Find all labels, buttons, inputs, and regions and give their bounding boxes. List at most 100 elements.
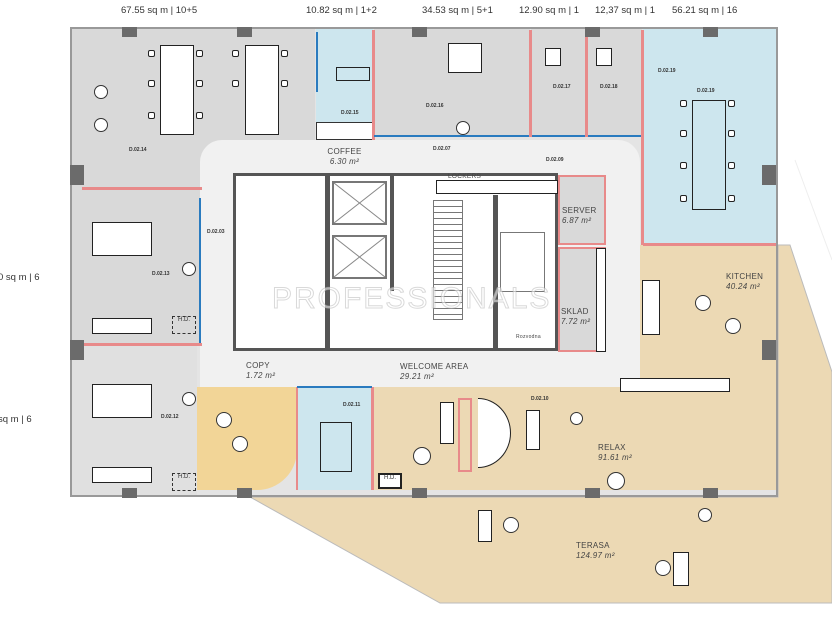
sklad-area: 7.72 m² — [561, 317, 591, 326]
core-wall — [390, 173, 394, 291]
partition — [372, 30, 375, 140]
chair — [680, 162, 687, 169]
core-wall — [325, 173, 330, 351]
room-code: D.02.03 — [207, 229, 225, 235]
chair — [281, 50, 288, 57]
room-code: D.02.19 — [697, 88, 715, 94]
coffee-counter — [316, 122, 373, 140]
welcome-area: 29.21 m² — [400, 372, 434, 381]
room-code: D.02.16 — [426, 103, 444, 109]
glass-wall — [199, 198, 201, 343]
relax-name: RELAX — [598, 443, 626, 452]
chair — [728, 130, 735, 137]
terasa-area: 124.97 m² — [576, 551, 615, 560]
pillar — [585, 27, 600, 37]
partition — [643, 243, 776, 246]
elevator-1 — [332, 181, 387, 225]
round-table — [725, 318, 741, 334]
pillar — [237, 488, 252, 498]
room-code: D.02.10 — [531, 396, 549, 402]
pillar — [585, 488, 600, 498]
chair — [196, 50, 203, 57]
area-label-d0217: 12.90 sq m | 1 — [519, 5, 580, 16]
coffee-name: COFFEE — [327, 147, 362, 156]
coffee-table — [413, 447, 431, 465]
pillar — [70, 340, 84, 360]
kitchen-table — [642, 280, 660, 335]
server-area: 6.87 m² — [562, 216, 592, 225]
room-code: D.02.11 — [343, 402, 361, 408]
stool — [570, 412, 583, 425]
glass-wall — [374, 135, 642, 137]
sofa — [440, 402, 454, 444]
partition — [371, 387, 374, 490]
room-code: D.02.18 — [600, 84, 618, 90]
pillar — [412, 488, 427, 498]
glass-wall — [316, 32, 318, 92]
room-code: D.02.14 — [129, 147, 147, 153]
partition — [296, 387, 298, 490]
hd-box: H.D. — [378, 473, 402, 489]
sklad-name: SKLAD — [561, 307, 589, 316]
server-name: SERVER — [562, 206, 597, 215]
lounge-chair — [456, 121, 470, 135]
chair — [196, 80, 203, 87]
coffee-table — [607, 472, 625, 490]
building-core — [233, 173, 558, 351]
sofa — [526, 410, 540, 450]
chair — [232, 80, 239, 87]
conference-table — [692, 100, 726, 210]
partition — [529, 30, 532, 137]
lounge-chair — [94, 85, 108, 99]
pillar — [70, 165, 84, 185]
room-copy-zone[interactable] — [197, 387, 297, 490]
desk-cluster — [92, 467, 152, 483]
desk-cluster — [245, 45, 279, 135]
partition — [82, 187, 202, 190]
coffee-area: 6.30 m² — [329, 157, 360, 166]
lounge-chair — [182, 262, 196, 276]
room-code: D.02.17 — [553, 84, 571, 90]
room-server[interactable] — [558, 175, 606, 245]
area-label-d0212: sq m | 6 — [0, 414, 32, 425]
room-code: D.02.07 — [433, 146, 451, 152]
chair — [680, 130, 687, 137]
room-d0217[interactable] — [531, 29, 586, 137]
sofa — [478, 510, 492, 542]
hd-box: H.D. — [172, 473, 196, 491]
partition — [585, 30, 588, 137]
pillar — [762, 340, 776, 360]
shelving — [596, 248, 606, 352]
desk-cluster — [92, 384, 152, 418]
room-code: D.02.19 — [658, 68, 676, 74]
lockers-label: LOCKERS — [448, 173, 482, 180]
desk — [596, 48, 612, 66]
round-table — [695, 295, 711, 311]
meeting-table — [320, 422, 352, 472]
chair — [680, 100, 687, 107]
lounge-chair — [182, 392, 196, 406]
chair — [196, 112, 203, 119]
welcome-name: WELCOME AREA — [400, 362, 469, 371]
lockers — [436, 180, 558, 194]
pillar — [412, 27, 427, 37]
staircase — [433, 200, 463, 320]
chair — [148, 80, 155, 87]
kitchen-area: 40.24 m² — [726, 282, 760, 291]
bar-counter — [620, 378, 730, 392]
chair — [148, 112, 155, 119]
area-label-d0214: 67.55 sq m | 10+5 — [121, 5, 198, 16]
desk-cluster — [92, 222, 152, 256]
room-d0218[interactable] — [587, 29, 642, 137]
room-code: D.02.12 — [161, 414, 179, 420]
area-label-d0216: 34.53 sq m | 5+1 — [422, 5, 493, 16]
glass-wall — [297, 386, 372, 388]
hd-box: H.D. — [172, 316, 196, 334]
stool — [216, 412, 232, 428]
pillar — [703, 488, 718, 498]
